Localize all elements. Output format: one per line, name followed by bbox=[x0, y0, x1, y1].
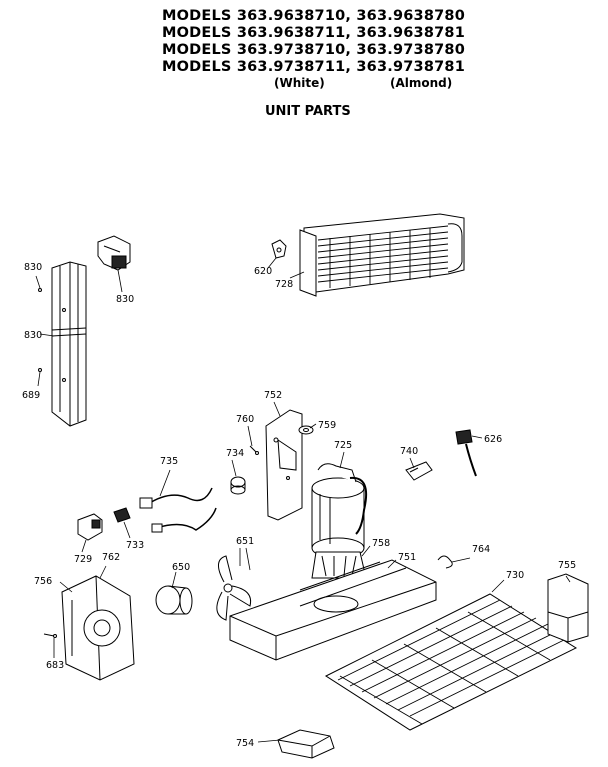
model-line-2: MODELS 363.9638711, 363.9638781 bbox=[162, 25, 465, 41]
label-740: 740 bbox=[400, 446, 418, 457]
label-751: 751 bbox=[398, 552, 416, 563]
part-733-connector bbox=[113, 507, 131, 523]
part-620-clip bbox=[271, 239, 287, 259]
part-734-capacitor bbox=[230, 476, 246, 495]
part-751-base-pan bbox=[229, 559, 437, 661]
part-735-harness bbox=[139, 487, 217, 533]
label-626: 626 bbox=[484, 434, 502, 445]
leader-lines bbox=[35, 257, 571, 743]
label-651: 651 bbox=[236, 536, 254, 547]
part-830-channel bbox=[51, 261, 87, 427]
label-683: 683 bbox=[46, 660, 64, 671]
part-756-shroud bbox=[61, 575, 135, 681]
part-729-terminal bbox=[77, 513, 103, 541]
label-620: 620 bbox=[254, 266, 272, 277]
model-line-3: MODELS 363.9738710, 363.9738780 bbox=[162, 42, 465, 58]
diagram-header: MODELS 363.9638710, 363.9638780 MODELS 3… bbox=[162, 8, 482, 119]
label-758: 758 bbox=[372, 538, 390, 549]
section-title: UNIT PARTS bbox=[265, 104, 351, 119]
part-730-drain-pan bbox=[324, 593, 578, 731]
label-756: 756 bbox=[34, 576, 52, 587]
label-733: 733 bbox=[126, 540, 144, 551]
model-line-1: MODELS 363.9638710, 363.9638780 bbox=[162, 8, 465, 24]
part-830-bracket bbox=[97, 235, 131, 271]
label-725: 725 bbox=[334, 440, 352, 451]
label-830-bracket: 830 bbox=[116, 294, 134, 305]
model-line-4: MODELS 363.9738711, 363.9738781 bbox=[162, 59, 465, 75]
label-730: 730 bbox=[506, 570, 524, 581]
label-760: 760 bbox=[236, 414, 254, 425]
label-755: 755 bbox=[558, 560, 576, 571]
label-759: 759 bbox=[318, 420, 336, 431]
part-626-overload bbox=[455, 429, 477, 477]
label-764: 764 bbox=[472, 544, 490, 555]
part-labels: 830 830 830 689 620 728 752 760 759 725 … bbox=[22, 262, 576, 749]
label-830-mid: 830 bbox=[24, 330, 42, 341]
label-752: 752 bbox=[264, 390, 282, 401]
part-725-compressor bbox=[311, 463, 368, 559]
part-830-screw bbox=[38, 288, 42, 292]
part-760-screw bbox=[249, 445, 259, 455]
label-735: 735 bbox=[160, 456, 178, 467]
label-754: 754 bbox=[236, 738, 254, 749]
color-white-label: (White) bbox=[274, 76, 325, 90]
part-683-screw bbox=[43, 633, 57, 638]
part-740-relay bbox=[405, 461, 433, 481]
label-734: 734 bbox=[226, 448, 244, 459]
label-729: 729 bbox=[74, 554, 92, 565]
label-650: 650 bbox=[172, 562, 190, 573]
label-762: 762 bbox=[102, 552, 120, 563]
part-689-screw bbox=[38, 368, 42, 372]
label-689: 689 bbox=[22, 390, 40, 401]
part-650-fan-motor bbox=[155, 585, 193, 615]
part-759-grommet bbox=[298, 425, 314, 435]
part-755-bracket bbox=[547, 573, 589, 643]
label-728: 728 bbox=[275, 279, 293, 290]
label-830-top: 830 bbox=[24, 262, 42, 273]
part-728-condenser bbox=[299, 213, 465, 297]
part-754-foot bbox=[277, 729, 335, 759]
part-764-clip bbox=[437, 555, 453, 569]
part-752-bracket bbox=[265, 409, 303, 521]
part-651-fan-blade bbox=[216, 555, 252, 621]
color-legend: (White) (Almond) bbox=[162, 76, 482, 90]
color-almond-label: (Almond) bbox=[390, 76, 453, 90]
